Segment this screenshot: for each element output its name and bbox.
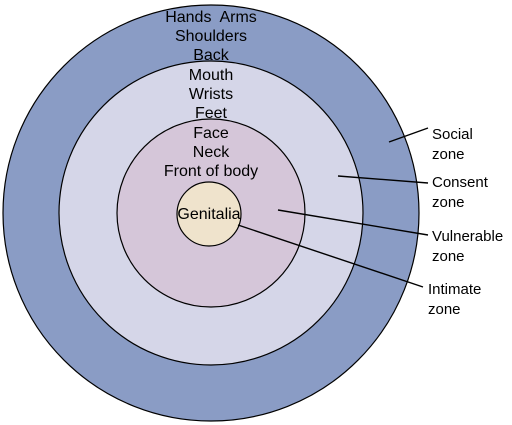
label-wrists: Wrists [189, 86, 233, 103]
intimate-zone-leader [237, 224, 424, 288]
intimate-zone-ring [176, 181, 242, 247]
label-shoulders: Shoulders [175, 28, 247, 45]
consent-zone-label-line1: Consent [432, 174, 489, 191]
label-hands-arms: Hands Arms [165, 9, 257, 26]
social-zone-label-line1: Social [432, 126, 473, 143]
label-back: Back [193, 47, 230, 64]
social-zone-leader [388, 127, 429, 143]
label-feet: Feet [195, 105, 228, 122]
vulnerable-zone-label-line1: Vulnerable [432, 228, 503, 245]
intimate-zone-label-line2: zone [428, 301, 461, 318]
consent-zone-label-line2: zone [432, 194, 465, 211]
label-face: Face [193, 125, 229, 142]
label-mouth: Mouth [189, 67, 233, 84]
intimate-zone-label-line1: Intimate [428, 281, 481, 298]
label-neck: Neck [193, 144, 230, 161]
consent-zone-leader [337, 175, 429, 184]
label-genitalia: Genitalia [177, 206, 240, 223]
label-front-of-body: Front of body [164, 163, 258, 180]
vulnerable-zone-leader [277, 209, 429, 236]
social-zone-label-line2: zone [432, 146, 465, 163]
vulnerable-zone-label-line2: zone [432, 248, 465, 265]
